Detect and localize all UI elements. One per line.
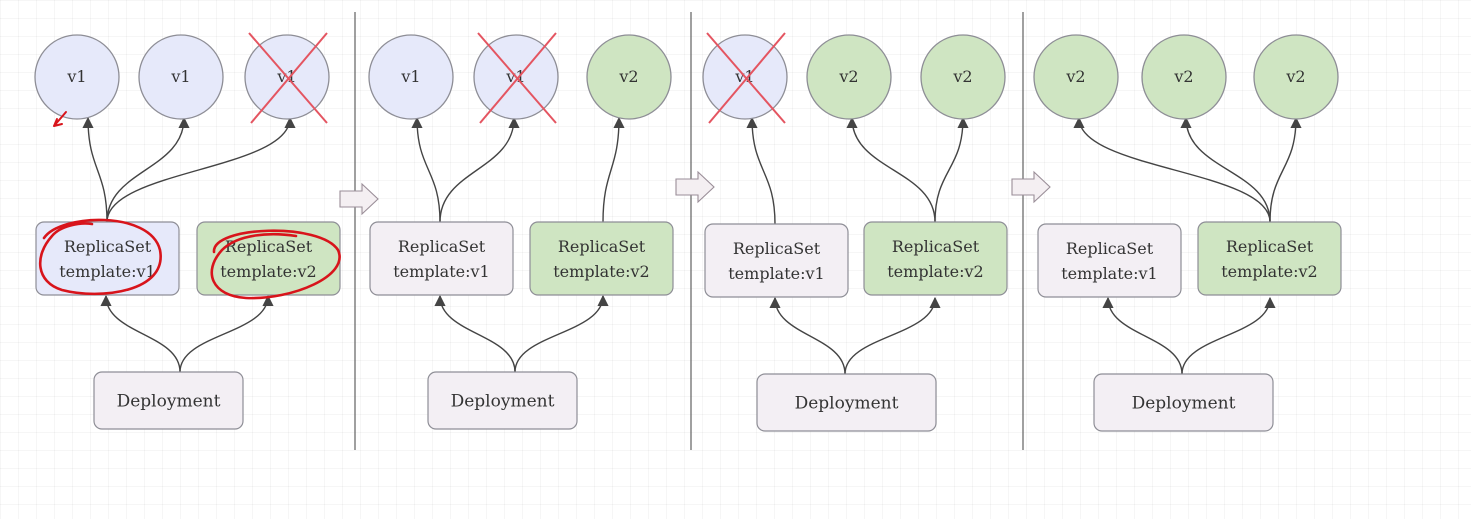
deployment-to-replicaset-connector bbox=[100, 294, 181, 373]
replicaset-v2-name: ReplicaSet bbox=[558, 237, 646, 256]
deployment-to-replicaset-connector bbox=[1102, 296, 1183, 375]
replicaset-v1-name: ReplicaSet bbox=[64, 237, 152, 256]
pod-circle bbox=[1141, 34, 1227, 120]
pen-cursor-icon bbox=[53, 111, 67, 127]
rs-v1-to-pod-connector bbox=[106, 116, 296, 223]
replicaset-v1-name: ReplicaSet bbox=[733, 239, 821, 258]
deployment-to-replicaset-connector bbox=[844, 296, 941, 375]
replicaset-v2-template: template:v2 bbox=[1221, 262, 1317, 281]
deployment-box bbox=[756, 373, 937, 432]
pod-circle bbox=[586, 34, 672, 120]
rs-v2-to-pod-connector bbox=[602, 116, 625, 223]
deployment-box bbox=[93, 371, 244, 430]
rs-v2-to-pod-connector bbox=[1073, 116, 1271, 223]
replicaset-v2-template: template:v2 bbox=[553, 262, 649, 281]
pod-circle bbox=[138, 34, 224, 120]
replicaset-v1-box bbox=[369, 221, 514, 296]
pod-label: v2 bbox=[1285, 67, 1305, 86]
pod-label: v1 bbox=[170, 67, 190, 86]
pod-circle bbox=[1033, 34, 1119, 120]
rs-v1-to-pod-connector bbox=[411, 116, 441, 223]
replicaset-v2-box bbox=[1197, 221, 1342, 296]
pod-circle bbox=[368, 34, 454, 120]
next-step-arrow-icon bbox=[339, 182, 379, 216]
replicaset-v2-template: template:v2 bbox=[887, 262, 983, 281]
deployment-to-replicaset-connector bbox=[1181, 296, 1276, 375]
deployment-label: Deployment bbox=[1132, 394, 1236, 414]
deployment-to-replicaset-connector bbox=[179, 294, 274, 373]
rs-v2-to-pod-connector bbox=[846, 116, 936, 223]
replicaset-v2-box bbox=[196, 221, 341, 296]
pod-label: v2 bbox=[618, 67, 638, 86]
pod-label: v1 bbox=[66, 67, 86, 86]
next-step-arrow-icon bbox=[1011, 170, 1051, 204]
deployment-to-replicaset-connector bbox=[514, 294, 609, 373]
deployment-label: Deployment bbox=[451, 392, 555, 412]
pod-circle bbox=[1253, 34, 1339, 120]
pod-label: v1 bbox=[400, 67, 420, 86]
replicaset-v1-template: template:v1 bbox=[393, 262, 489, 281]
rs-v2-to-pod-connector bbox=[1269, 116, 1302, 223]
rs-v1-to-pod-connector bbox=[82, 116, 108, 223]
pod-label: v2 bbox=[838, 67, 858, 86]
replicaset-v2-name: ReplicaSet bbox=[1226, 237, 1314, 256]
replicaset-v2-box bbox=[863, 221, 1008, 296]
deployment-label: Deployment bbox=[795, 394, 899, 414]
replicaset-v2-template: template:v2 bbox=[220, 262, 316, 281]
annotation-layer bbox=[38, 32, 786, 300]
pod-circle bbox=[806, 34, 892, 120]
rs-v1-to-pod-connector bbox=[106, 116, 190, 223]
replicaset-v1-name: ReplicaSet bbox=[1066, 239, 1154, 258]
replicaset-v1-template: template:v1 bbox=[1061, 264, 1157, 283]
deployment-to-replicaset-connector bbox=[769, 296, 846, 375]
replicaset-v1-template: template:v1 bbox=[59, 262, 155, 281]
replicaset-v1-template: template:v1 bbox=[728, 264, 824, 283]
pod-label: v2 bbox=[1065, 67, 1085, 86]
pod-circle bbox=[920, 34, 1006, 120]
rs-v1-to-pod-connector bbox=[439, 116, 520, 223]
connector-layer bbox=[82, 116, 1302, 375]
deployment-box bbox=[427, 371, 578, 430]
highlight-scribble-annotation bbox=[210, 229, 341, 300]
replicaset-v1-box bbox=[35, 221, 180, 296]
rs-v2-to-pod-connector bbox=[1180, 116, 1271, 223]
pod-label: v2 bbox=[952, 67, 972, 86]
replicaset-v2-name: ReplicaSet bbox=[225, 237, 313, 256]
replicaset-v2-box bbox=[529, 221, 674, 296]
terminated-cross-mark bbox=[250, 32, 328, 124]
deployment-to-replicaset-connector bbox=[434, 294, 516, 373]
deployment-box bbox=[1093, 373, 1274, 432]
rs-v2-to-pod-connector bbox=[934, 116, 969, 223]
rs-v1-to-pod-connector bbox=[746, 116, 776, 225]
replicaset-v1-box bbox=[704, 223, 849, 298]
terminated-cross-mark bbox=[479, 32, 557, 124]
pod-circle bbox=[34, 34, 120, 120]
replicaset-v1-box bbox=[1037, 223, 1182, 298]
pod-label: v2 bbox=[1173, 67, 1193, 86]
highlight-scribble-annotation bbox=[38, 218, 162, 296]
deployment-label: Deployment bbox=[117, 392, 221, 412]
next-step-arrow-icon bbox=[675, 170, 715, 204]
replicaset-v1-name: ReplicaSet bbox=[398, 237, 486, 256]
replicaset-v2-name: ReplicaSet bbox=[892, 237, 980, 256]
terminated-cross-mark bbox=[708, 32, 786, 124]
